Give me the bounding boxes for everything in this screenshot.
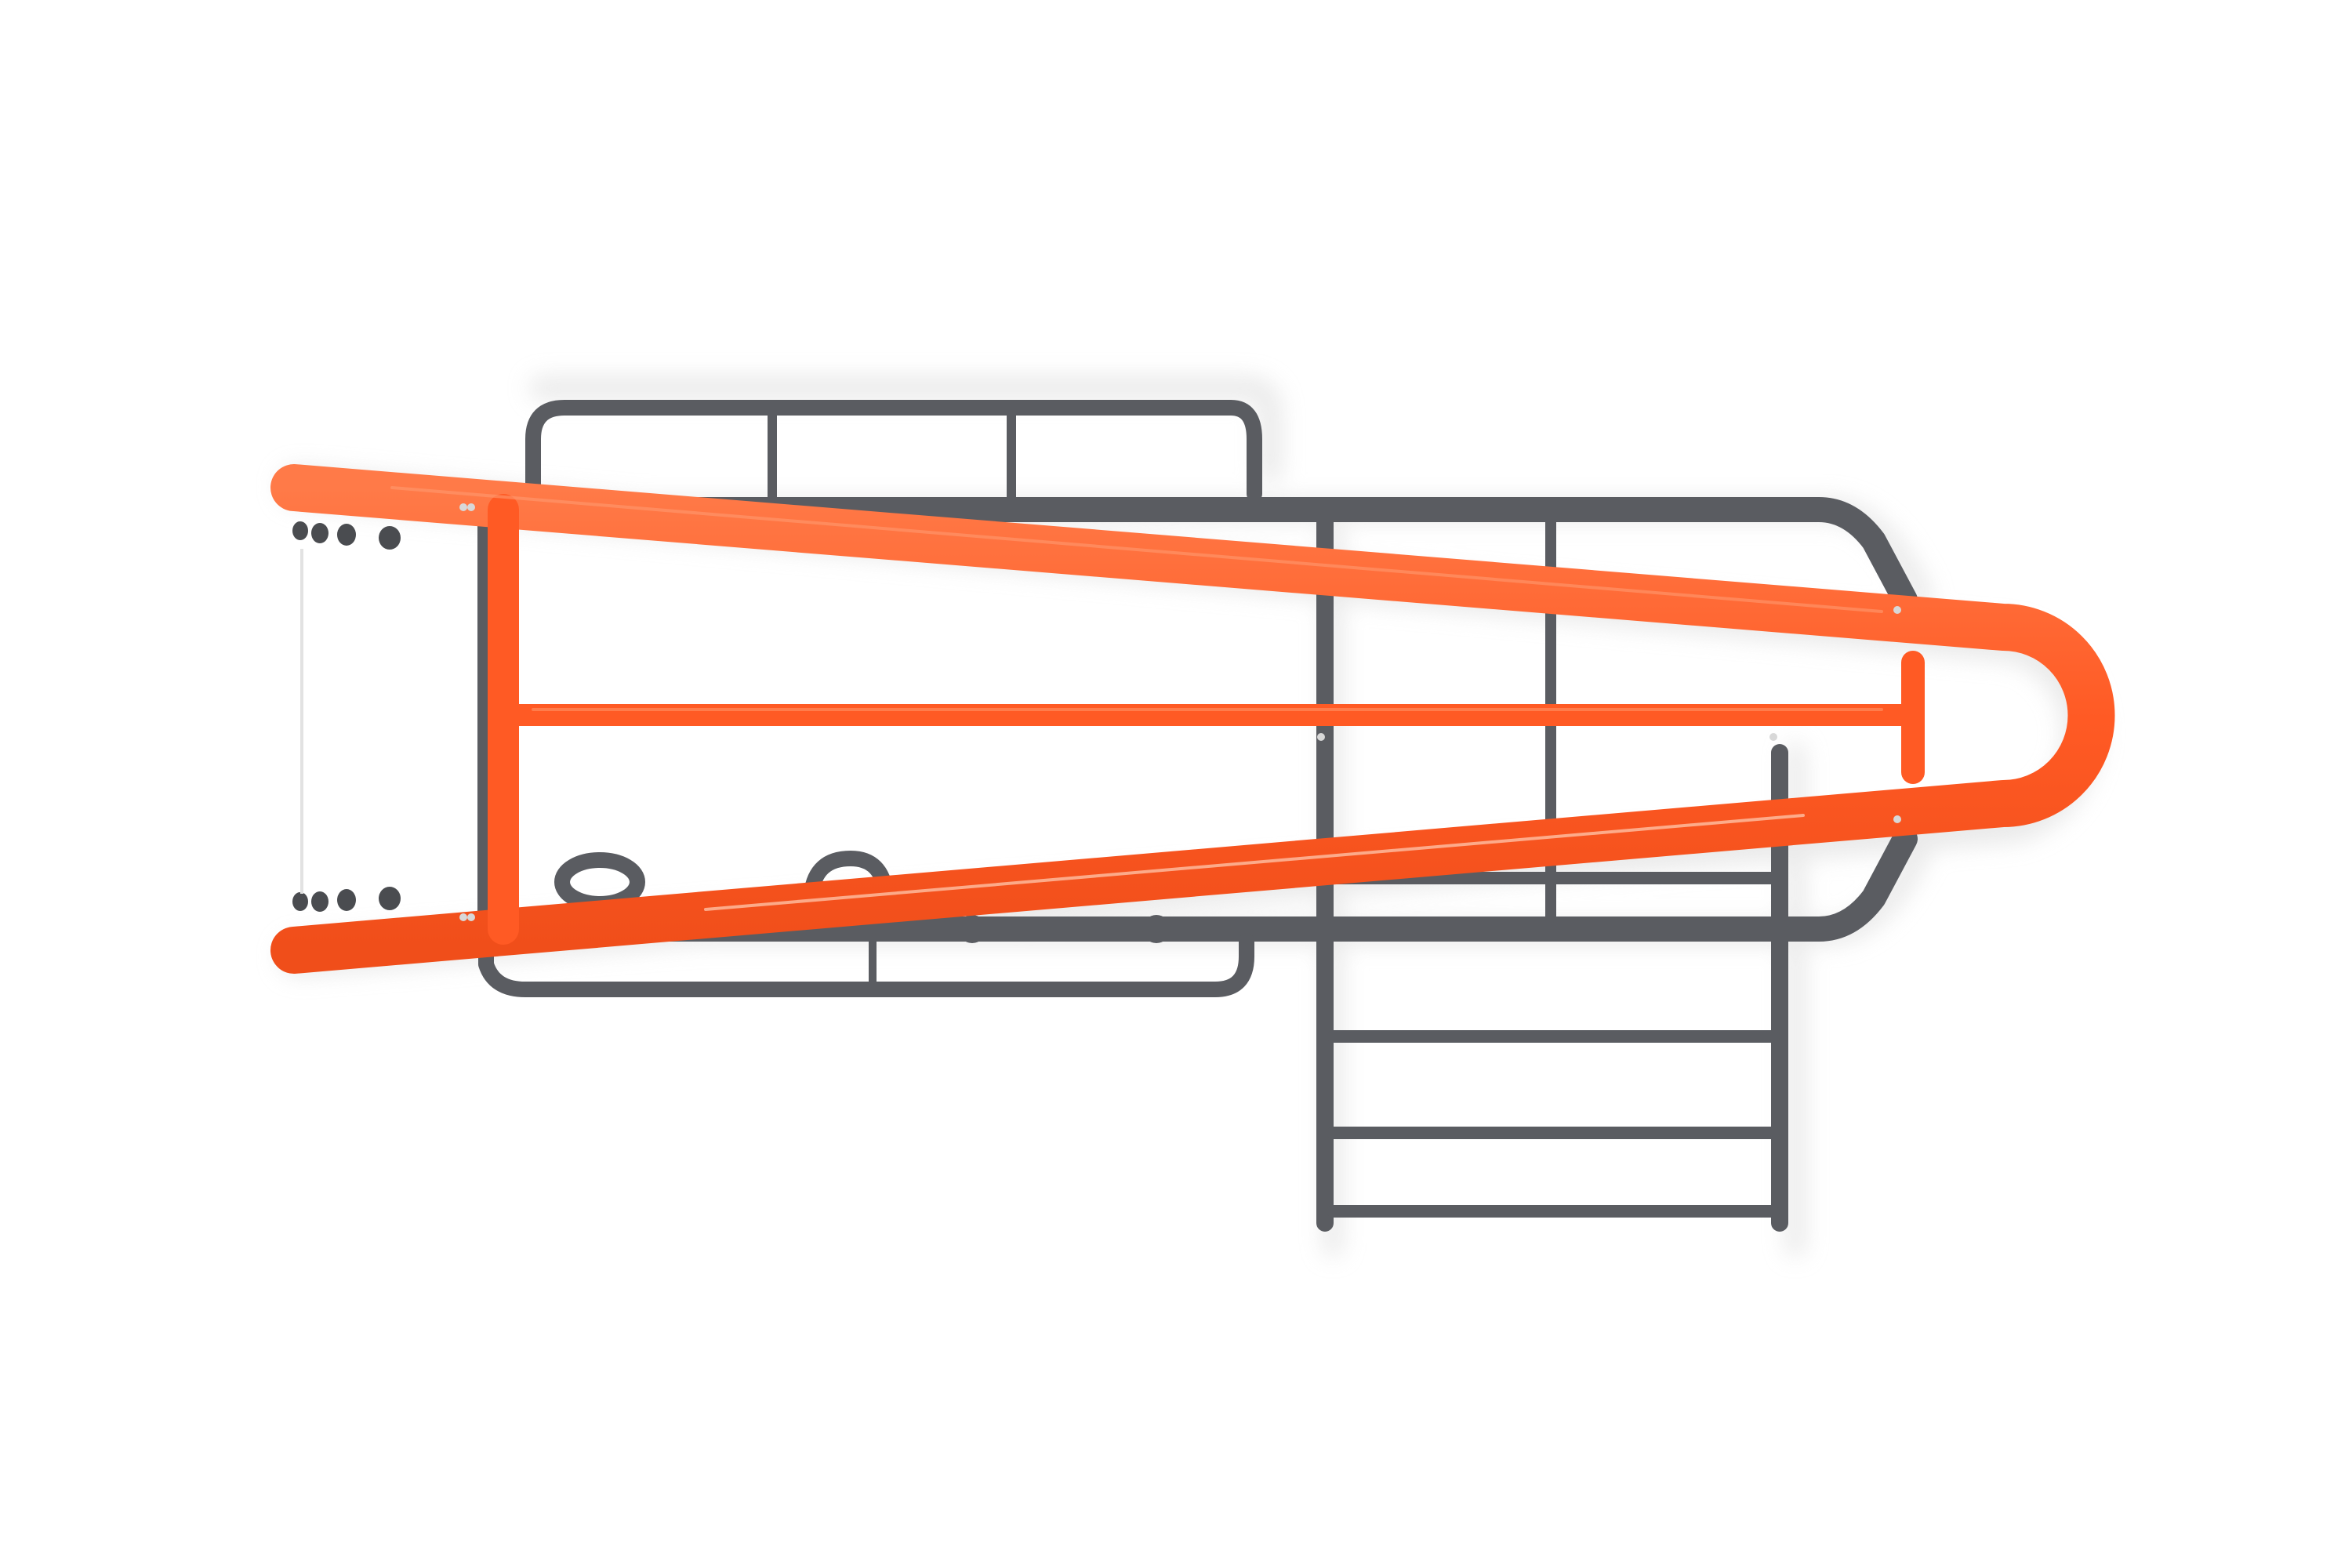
main-top-beam — [489, 497, 1918, 612]
orange-main-loop — [270, 464, 2115, 974]
bottom-rail — [478, 933, 1254, 997]
ring-1 — [554, 852, 645, 912]
bolts — [459, 503, 1901, 921]
main-bottom-beam — [474, 826, 1918, 942]
top-rail — [525, 400, 1262, 510]
knob-2 — [1142, 915, 1171, 943]
orange-u-bar — [270, 464, 2115, 974]
knob-1 — [958, 915, 986, 943]
left-studs — [292, 521, 401, 912]
ring-2 — [804, 851, 894, 902]
